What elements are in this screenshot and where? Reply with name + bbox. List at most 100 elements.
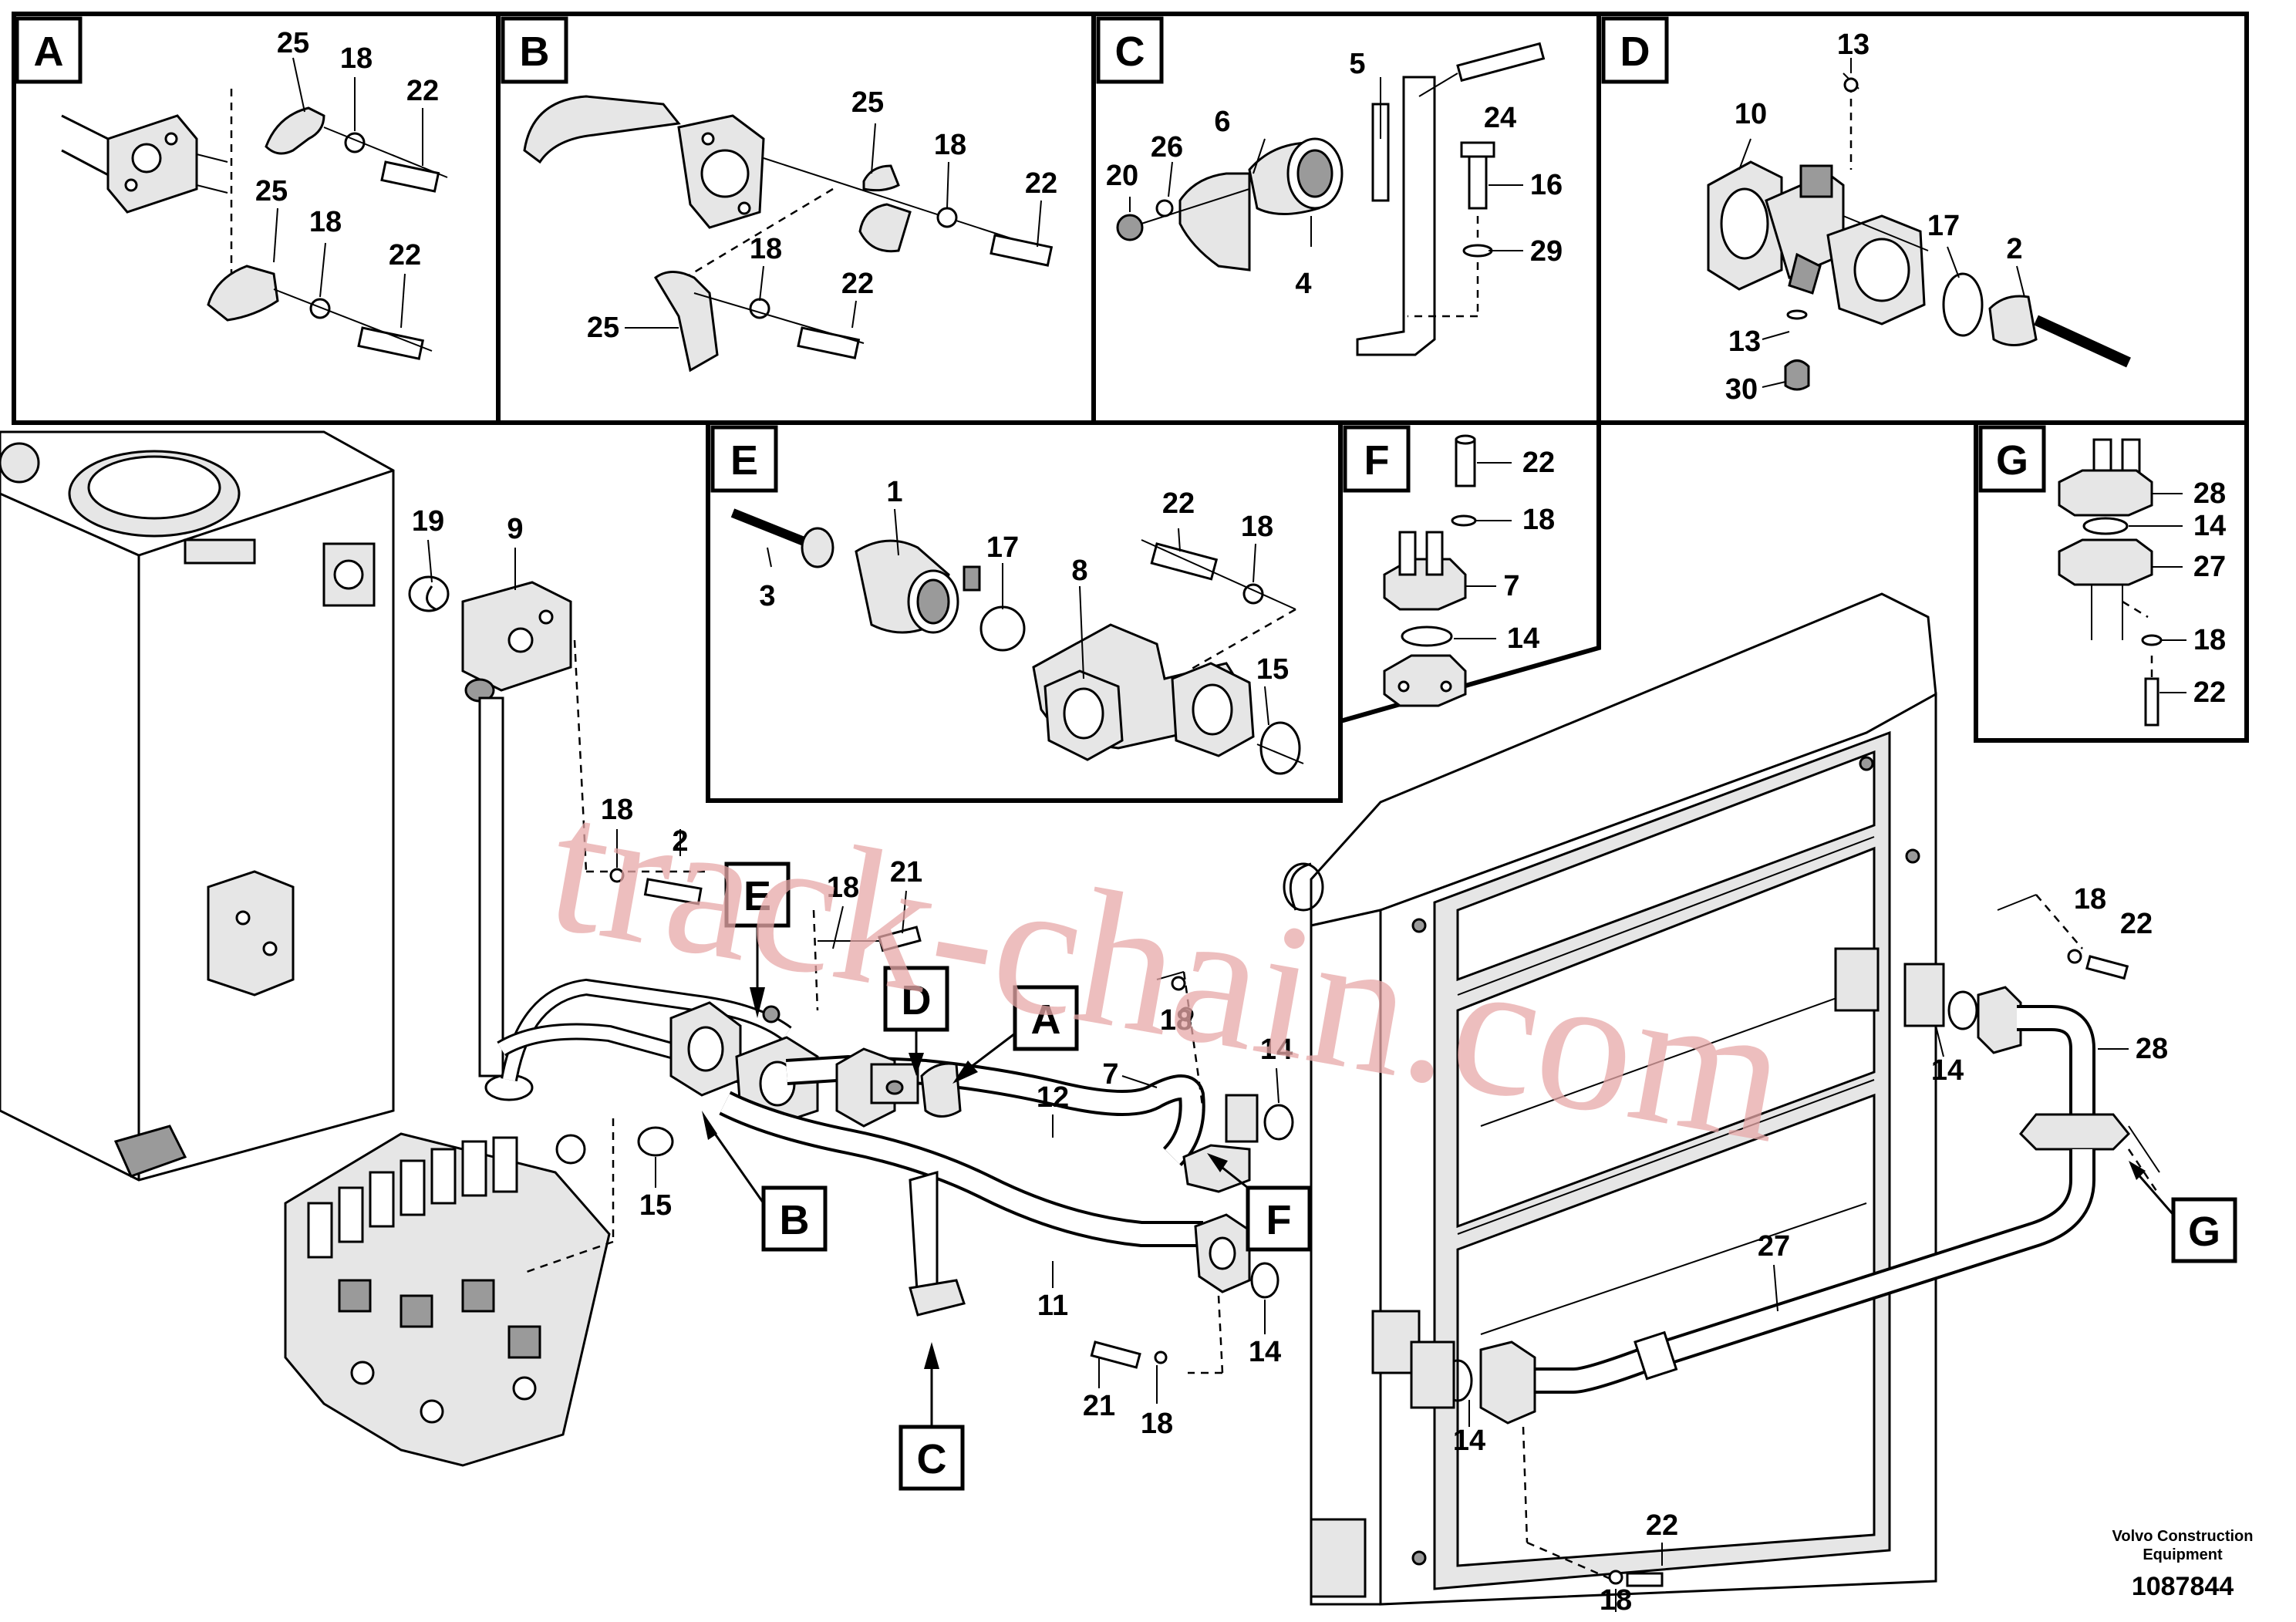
callout-c-4: 4: [1295, 268, 1311, 300]
panel-label-B: B: [501, 16, 568, 84]
panel-g-drawing: [2058, 438, 2186, 727]
panel-c-drawing: [1116, 42, 1546, 356]
svg-text:E: E: [743, 873, 771, 919]
callout-main-14: 14: [1249, 1336, 1281, 1368]
control-valve: [284, 1132, 611, 1467]
callout-main-19: 19: [412, 505, 444, 538]
callout-e-15: 15: [1256, 653, 1289, 686]
callout-c-24: 24: [1484, 102, 1516, 134]
callout-main-18: 18: [1600, 1584, 1632, 1617]
callout-e-17: 17: [986, 531, 1019, 564]
svg-text:D: D: [902, 977, 932, 1023]
main-label-B: B: [702, 1111, 828, 1252]
block-9-and-lines: [408, 575, 1294, 1374]
callout-main-18: 18: [2074, 883, 2106, 916]
callout-b-22: 22: [841, 268, 874, 300]
panel-a-drawing: [61, 57, 448, 360]
callout-main-14: 14: [1260, 1034, 1293, 1066]
credit-line-2: Equipment: [2143, 1546, 2223, 1563]
callout-g-14: 14: [2193, 510, 2226, 542]
callout-b-18: 18: [934, 129, 966, 161]
callout-a-25: 25: [277, 27, 309, 59]
detail-panel-frames: [12, 12, 2249, 803]
callout-main-2: 2: [672, 825, 688, 858]
panel-b-drawing: [523, 95, 1054, 373]
part-number: 1087844: [2132, 1572, 2234, 1601]
callout-main-18: 18: [1141, 1408, 1173, 1440]
svg-text:D: D: [1620, 29, 1650, 75]
callout-main-9: 9: [507, 513, 523, 545]
panel-label-G: G: [1978, 425, 2046, 493]
callout-d-13: 13: [1837, 29, 1870, 61]
credit-line-1: Volvo Construction: [2112, 1528, 2254, 1545]
callout-a-25: 25: [255, 175, 288, 207]
callout-b-22: 22: [1025, 167, 1057, 200]
callout-d-2: 2: [2006, 233, 2022, 265]
callout-main-21: 21: [1083, 1390, 1115, 1422]
lines-27-28: [1410, 894, 2161, 1587]
callout-main-18: 18: [827, 872, 859, 904]
callout-b-18: 18: [750, 233, 782, 265]
callout-d-10: 10: [1735, 98, 1767, 130]
svg-text:C: C: [1115, 29, 1145, 75]
callout-d-13: 13: [1728, 325, 1761, 358]
callout-f-7: 7: [1503, 570, 1519, 602]
callout-main-14: 14: [1453, 1425, 1485, 1457]
main-label-D: D: [883, 966, 949, 1076]
callout-f-18: 18: [1522, 504, 1555, 536]
callout-g-28: 28: [2193, 477, 2226, 510]
callout-c-5: 5: [1349, 48, 1365, 80]
callout-main-27: 27: [1758, 1230, 1790, 1263]
callout-e-3: 3: [759, 580, 775, 612]
callout-main-18: 18: [601, 794, 633, 826]
callout-main-22: 22: [1646, 1509, 1678, 1542]
svg-text:G: G: [2188, 1209, 2220, 1255]
callout-d-30: 30: [1725, 373, 1758, 406]
panel-d-drawing: [1707, 58, 2131, 391]
callout-main-18: 18: [1160, 1004, 1192, 1037]
callout-b-25: 25: [851, 86, 884, 119]
panel-label-D: D: [1601, 16, 1669, 84]
panel-label-F: F: [1343, 425, 1411, 493]
panel-f-drawing: [1383, 434, 1512, 707]
callout-a-22: 22: [406, 75, 439, 107]
svg-text:C: C: [917, 1436, 947, 1482]
callout-a-22: 22: [389, 239, 421, 271]
svg-text:A: A: [34, 29, 64, 75]
callout-e-1: 1: [886, 476, 902, 508]
svg-text:G: G: [1996, 437, 2028, 484]
callout-main-28: 28: [2136, 1033, 2168, 1065]
callout-a-18: 18: [340, 42, 373, 75]
callout-e-18: 18: [1241, 511, 1273, 543]
main-label-E: E: [724, 862, 791, 1018]
callout-g-27: 27: [2193, 551, 2226, 583]
callout-f-22: 22: [1522, 447, 1555, 479]
panel-e-drawing: [730, 508, 1304, 775]
callout-main-12: 12: [1037, 1081, 1069, 1114]
svg-text:B: B: [520, 29, 550, 75]
callout-main-14: 14: [1931, 1054, 1964, 1087]
svg-text:B: B: [780, 1197, 810, 1243]
panel-label-C: C: [1096, 16, 1164, 84]
hydraulic-tank: [0, 430, 395, 1182]
callout-main-11: 11: [1037, 1290, 1068, 1322]
callout-c-29: 29: [1530, 235, 1563, 268]
main-callout-leaders: [427, 539, 2129, 1612]
callout-main-22: 22: [2120, 908, 2153, 940]
callout-d-17: 17: [1927, 210, 1960, 242]
panel-label-A: A: [15, 16, 83, 84]
svg-text:A: A: [1031, 996, 1061, 1043]
callout-c-6: 6: [1214, 106, 1230, 138]
callout-g-18: 18: [2193, 624, 2226, 656]
callout-c-20: 20: [1106, 160, 1138, 192]
main-label-A: A: [952, 985, 1079, 1084]
callout-c-16: 16: [1530, 169, 1563, 201]
callout-c-26: 26: [1151, 131, 1183, 164]
main-label-F: F: [1207, 1153, 1312, 1252]
callout-main-7: 7: [1102, 1058, 1118, 1091]
callout-b-25: 25: [587, 312, 619, 344]
panel-label-E: E: [710, 425, 778, 493]
main-label-G: G: [2129, 1161, 2237, 1263]
callout-f-14: 14: [1507, 622, 1539, 655]
